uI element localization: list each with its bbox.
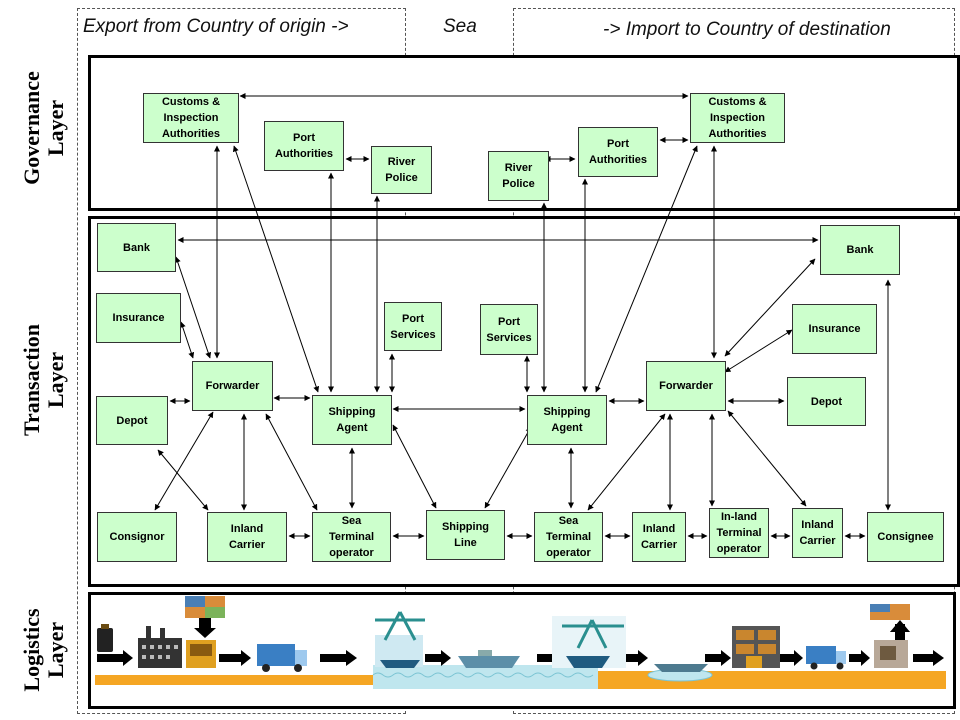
- bank-export: Bank: [97, 223, 176, 272]
- river-police-import: River Police: [488, 151, 549, 201]
- port-authorities-export: Port Authorities: [264, 121, 344, 171]
- connector-arrow: [179, 321, 195, 359]
- inland-carrier-import-2: Inland Carrier: [792, 508, 843, 558]
- road-export: [95, 675, 373, 685]
- truck-icon: [806, 646, 846, 670]
- connector-arrow: [265, 413, 318, 511]
- flow-arrow: [620, 650, 648, 666]
- insurance-import: Insurance: [792, 304, 877, 354]
- forwarder-import: Forwarder: [646, 361, 726, 411]
- connector-arrow: [587, 413, 666, 511]
- shipping-line: Shipping Line: [426, 510, 505, 560]
- flow-arrow: [320, 650, 357, 666]
- flow-arrow: [849, 650, 870, 666]
- warehouse-icon: [732, 626, 780, 668]
- insurance-export: Insurance: [96, 293, 181, 343]
- water-waves: [372, 672, 594, 678]
- depot-export: Depot: [96, 396, 168, 445]
- port-crane-icon: [375, 611, 425, 668]
- connector-arrow: [174, 256, 212, 359]
- shipping-agent-import: Shipping Agent: [527, 395, 607, 445]
- flow-arrow: [219, 650, 251, 666]
- sea-terminal-operator-export: Sea Terminal operator: [312, 512, 391, 562]
- river-police-export: River Police: [371, 146, 432, 194]
- shipping-agent-export: Shipping Agent: [312, 395, 392, 445]
- crane-icon: [185, 596, 225, 668]
- container-icon: [97, 624, 113, 652]
- flow-arrow: [780, 650, 803, 666]
- truck-icon: [257, 644, 307, 672]
- connector-arrow: [727, 410, 807, 507]
- flow-arrow: [705, 650, 731, 666]
- inland-carrier-import-1: Inland Carrier: [632, 512, 686, 562]
- connector-arrow: [157, 449, 209, 511]
- connector-arrow: [724, 329, 793, 373]
- consignor: Consignor: [97, 512, 177, 562]
- connector-arrow: [484, 426, 532, 509]
- bank-import: Bank: [820, 225, 900, 275]
- connector-arrow: [595, 145, 698, 393]
- import-header: -> Import to Country of destination: [603, 19, 891, 40]
- flow-arrow: [97, 650, 133, 666]
- barge-icon: [654, 664, 708, 672]
- port-services-export: Port Services: [384, 302, 442, 351]
- customs-authorities-export: Customs & Inspection Authorities: [143, 93, 239, 143]
- factory-icon: [138, 626, 182, 668]
- connector-arrow: [392, 424, 437, 509]
- forwarder-export: Forwarder: [192, 361, 273, 411]
- inland-terminal-operator-import: In-land Terminal operator: [709, 508, 769, 558]
- consignee: Consignee: [867, 512, 944, 562]
- port-crane-icon: [552, 616, 626, 668]
- inland-carrier-export: Inland Carrier: [207, 512, 287, 562]
- ship-icon: [458, 650, 520, 668]
- forklift-icon: [870, 604, 910, 668]
- connector-arrow: [232, 145, 320, 393]
- sea-terminal-operator-import: Sea Terminal operator: [534, 512, 603, 562]
- sea-header: Sea: [443, 16, 477, 37]
- export-header: Export from Country of origin ->: [83, 16, 349, 37]
- customs-authorities-import: Customs & Inspection Authorities: [690, 93, 785, 143]
- port-services-import: Port Services: [480, 304, 538, 355]
- flow-arrow: [425, 650, 451, 666]
- depot-import: Depot: [787, 377, 866, 426]
- flow-arrow: [913, 650, 944, 666]
- port-authorities-import: Port Authorities: [578, 127, 658, 177]
